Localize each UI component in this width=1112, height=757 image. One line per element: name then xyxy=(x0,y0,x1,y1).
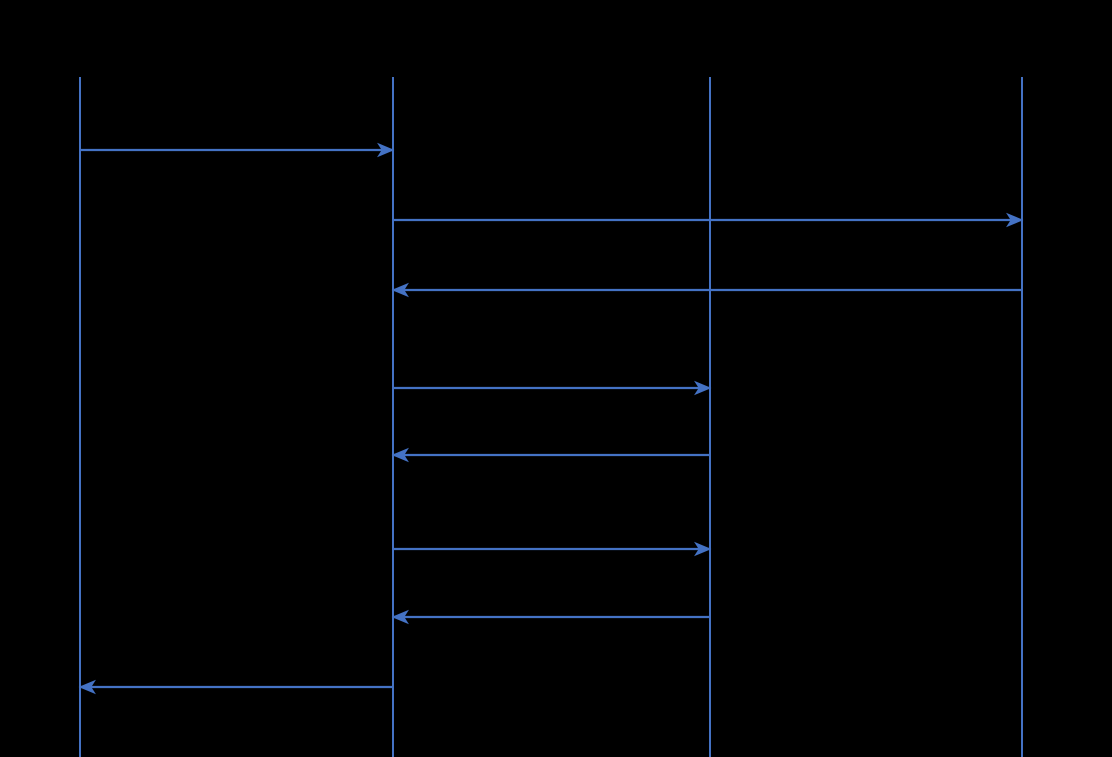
sequence-diagram xyxy=(78,77,1024,757)
sequence-diagram-canvas xyxy=(78,77,1024,757)
